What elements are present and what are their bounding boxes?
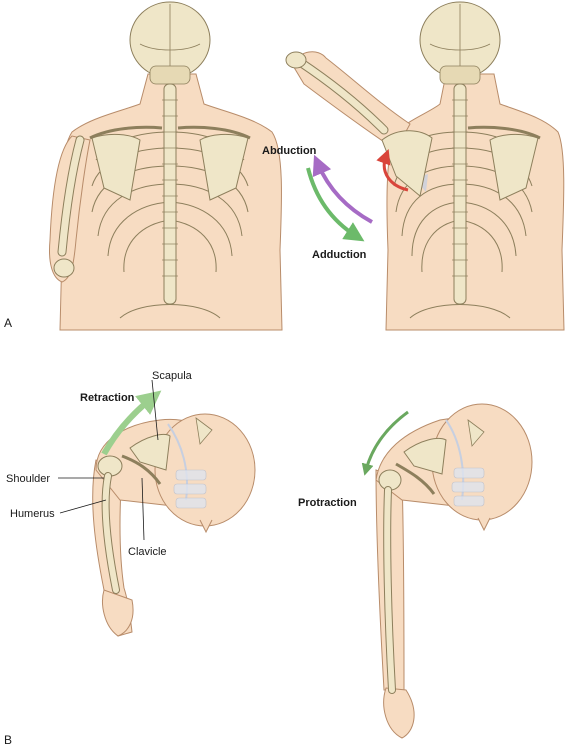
abduction-label: Abduction [262,145,317,157]
protraction-arrow [361,410,409,476]
figure-a-left-back-view [49,1,283,331]
humerus-leader [59,499,107,514]
shoulder-label: Shoulder [6,473,50,485]
figure-a-right-back-view [285,1,565,331]
humerus-label: Humerus [10,508,55,520]
scapular-rotation-arrow [376,148,409,192]
clavicle-leader [141,477,145,541]
adduction-arrow [306,167,365,242]
clavicle-label: Clavicle [128,546,167,558]
scapula-label: Scapula [152,370,193,382]
figure-b-left-top-view [92,413,256,637]
figure-b-right-top-view [375,403,533,739]
protraction-label: Protraction [298,497,357,509]
retraction-arrow [101,390,162,456]
retraction-label: Retraction [80,392,135,404]
abduction-arrow [312,154,373,224]
adduction-label: Adduction [312,249,367,261]
panel-b-label: B [4,733,12,747]
scapula-leader [151,379,159,441]
panel-a-label: A [4,316,12,330]
